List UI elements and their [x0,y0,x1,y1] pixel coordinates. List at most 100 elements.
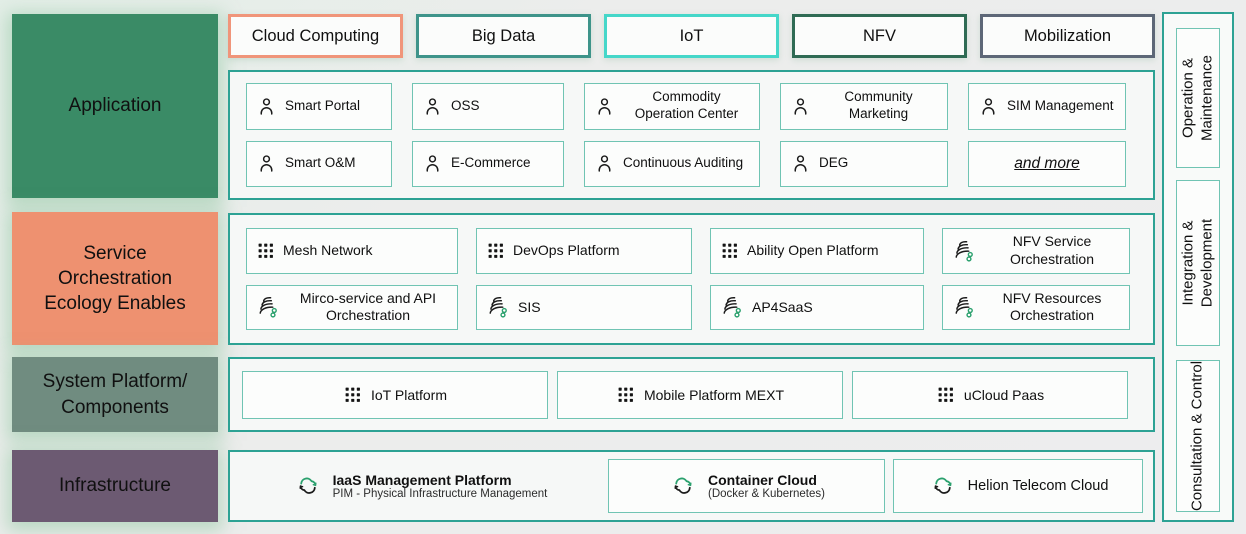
app-item-label: Continuous Auditing [623,155,744,171]
person-icon [594,96,615,117]
app-item-smart-portal: Smart Portal [246,83,392,130]
section-label-text: System Platform/ Components [42,371,188,418]
app-item-deg: DEG [780,140,948,187]
tab-label: NFV [863,26,896,45]
platform-item-ucloud-paas: uCloud Paas [852,370,1128,419]
infra-item-helion-telecom-cloud: Helion Telecom Cloud [893,459,1143,513]
person-icon [978,96,999,117]
app-item-and-more: and more [968,140,1126,187]
app-item-e-commerce: E-Commerce [412,140,564,187]
person-icon [594,153,615,174]
platform-item-iot-platform: IoT Platform [242,370,548,419]
person-icon [256,96,277,117]
service-item-label: Mirco-service and API Orchestration [299,289,437,324]
grid-icon [616,385,635,404]
infra-item-text: Helion Telecom Cloud [968,478,1109,494]
system-platform-container: IoT Platform Mobile Platform MEXT uCloud… [228,357,1155,432]
tab-iot: IoT [604,14,779,58]
app-item-sim-management: SIM Management [968,83,1126,130]
service-item-ap4saas: AP4SaaS [710,284,924,330]
infra-item-text: IaaS Management Platform PIM - Physical … [333,472,548,500]
service-item-devops-platform: DevOps Platform [476,228,692,274]
app-item-commodity-operation-center: Commodity Operation Center [584,83,760,130]
tab-label: Cloud Computing [251,26,380,45]
cloud-sync-icon [928,473,958,499]
infra-item-subtitle: PIM - Physical Infrastructure Management [332,488,548,500]
grid-icon [720,241,739,260]
app-item-label: and more [1014,155,1080,173]
app-item-community-marketing: Community Marketing [780,83,948,130]
rail-line: Integration & [1179,220,1197,306]
app-item-label: SIM Management [1007,97,1114,113]
wave-icon [256,295,280,319]
service-item-microservice-api-orchestration: Mirco-service and API Orchestration [246,284,458,330]
platform-item-mobile-platform-mext: Mobile Platform MEXT [557,370,843,419]
section-label-application: Application [12,14,218,198]
service-item-label: Ability Open Platform [747,242,879,258]
service-item-sis: SIS [476,284,692,330]
app-item-label: Community Marketing [844,89,913,122]
wave-icon [952,239,976,263]
app-item-label: Commodity Operation Center [634,89,739,122]
wave-icon [720,295,744,319]
application-container: Smart Portal OSS Commodity Operation Cen… [228,70,1155,200]
service-item-label: NFV Service Orchestration [1009,233,1095,267]
person-icon [422,96,443,117]
infra-item-container-cloud: Container Cloud (Docker & Kubernetes) [608,459,885,513]
app-item-label: OSS [451,97,480,113]
infrastructure-container: IaaS Management Platform PIM - Physical … [228,450,1155,522]
infra-item-subtitle: (Docker & Kubernetes) [708,488,825,500]
rail-item-text: Operation & Maintenance [1179,55,1217,141]
section-label-text: Infrastructure [59,475,171,497]
infra-item-title: Container Cloud [708,472,817,488]
tab-cloud-computing: Cloud Computing [228,14,403,58]
app-item-oss: OSS [412,83,564,130]
section-label-text: Service Orchestration Ecology Enables [44,242,186,315]
cloud-sync-icon [293,473,323,499]
app-item-label: Smart Portal [285,97,361,113]
tab-nfv: NFV [792,14,967,58]
tab-mobilization: Mobilization [980,14,1155,58]
section-label-system-platform: System Platform/ Components [12,357,218,432]
platform-item-label: IoT Platform [371,386,447,403]
person-icon [256,153,277,174]
person-icon [422,153,443,174]
app-item-label: DEG [819,155,849,171]
rail-line: Operation & [1179,57,1197,139]
cloud-sync-icon [668,473,698,499]
service-item-ability-open-platform: Ability Open Platform [710,228,924,274]
service-item-label: NFV Resources Orchestration [1002,289,1102,324]
service-item-label: Mesh Network [283,242,373,258]
service-item-nfv-resources-orchestration: NFV Resources Orchestration [942,284,1130,330]
rail-item-text: Integration & Development [1179,219,1217,307]
service-item-label: SIS [518,298,541,315]
service-item-label: AP4SaaS [752,298,813,315]
tab-label: IoT [679,26,704,45]
rail-line: Consultation & Control [1188,360,1206,512]
rail-line: Development [1198,218,1215,308]
app-item-smart-om: Smart O&M [246,140,392,187]
rail-item-operation-maintenance: Operation & Maintenance [1176,28,1220,168]
grid-icon [343,385,362,404]
platform-item-label: uCloud Paas [963,386,1045,403]
app-item-continuous-auditing: Continuous Auditing [584,140,760,187]
grid-icon [936,385,955,404]
rail-item-consultation-control: Consultation & Control [1176,360,1220,512]
right-rail: Operation & Maintenance Integration & De… [1162,12,1234,522]
person-icon [790,96,811,117]
service-item-nfv-service-orchestration: NFV Service Orchestration [942,228,1130,274]
tab-big-data: Big Data [416,14,591,58]
person-icon [790,153,811,174]
wave-icon [486,295,510,319]
section-label-text: Application [68,95,162,117]
app-item-label: E-Commerce [451,155,531,171]
infra-item-text: Container Cloud (Docker & Kubernetes) [708,472,825,500]
rail-item-integration-development: Integration & Development [1176,180,1220,346]
section-label-infrastructure: Infrastructure [12,450,218,522]
wave-icon [952,295,976,319]
platform-item-label: Mobile Platform MEXT [643,386,785,403]
technology-tabs: Cloud Computing Big Data IoT NFV Mobiliz… [228,14,1155,58]
infra-item-title: IaaS Management Platform [332,472,512,488]
service-item-label: DevOps Platform [513,242,620,258]
